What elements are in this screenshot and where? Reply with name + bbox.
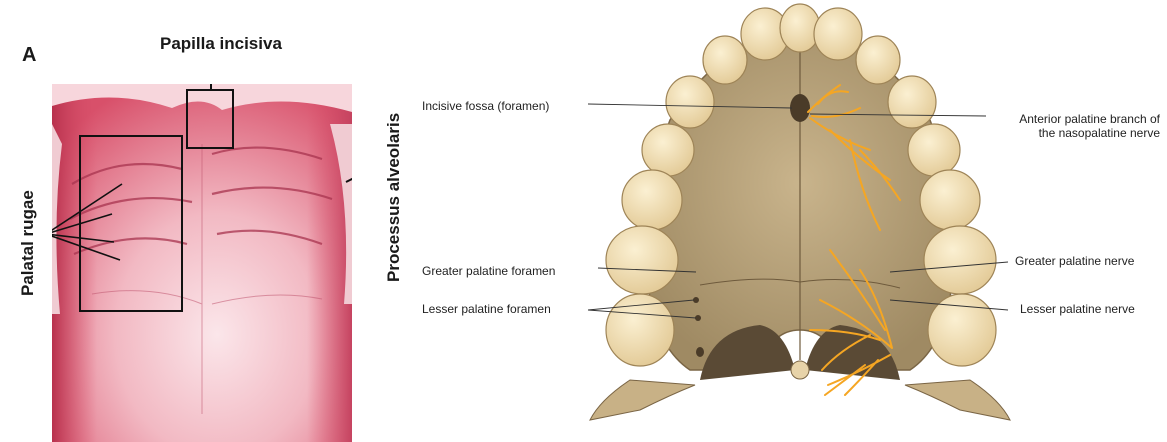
tooth bbox=[920, 170, 980, 230]
greater-palatine-nerve-label: Greater palatine nerve bbox=[1015, 254, 1134, 268]
anterior-palatine-branch-label: Anterior palatine branch of the nasopala… bbox=[988, 112, 1160, 140]
tooth bbox=[666, 76, 714, 128]
greater-palatine-foramen bbox=[696, 347, 704, 357]
incisive-fossa-label: Incisive fossa (foramen) bbox=[422, 99, 549, 113]
tooth bbox=[814, 8, 862, 60]
papilla-incisiva-label: Papilla incisiva bbox=[160, 34, 282, 54]
tooth bbox=[703, 36, 747, 84]
tooth bbox=[924, 226, 996, 294]
palate-drawing bbox=[560, 0, 1167, 442]
palatal-rugae-label: Palatal rugae bbox=[18, 190, 38, 296]
tooth bbox=[642, 124, 694, 176]
tooth bbox=[888, 76, 936, 128]
anterior-palatine-branch-line2: the nasopalatine nerve bbox=[988, 126, 1160, 140]
pterygoid-right bbox=[905, 380, 1010, 420]
tooth bbox=[856, 36, 900, 84]
panel-letter-a: A bbox=[22, 44, 36, 67]
lesser-palatine-nerve-label: Lesser palatine nerve bbox=[1020, 302, 1135, 316]
greater-palatine-foramen-label: Greater palatine foramen bbox=[422, 264, 555, 278]
lesser-palatine-foramen-label: Lesser palatine foramen bbox=[422, 302, 551, 316]
tooth bbox=[622, 170, 682, 230]
incisive-fossa bbox=[790, 94, 810, 122]
tooth bbox=[928, 294, 996, 366]
posterior-nasal-spine bbox=[791, 361, 809, 379]
palate-photograph bbox=[52, 84, 352, 442]
processus-alveolaris-label: Processus alveolaris bbox=[384, 113, 404, 282]
anterior-palatine-branch-line1: Anterior palatine branch of bbox=[988, 112, 1160, 126]
tooth bbox=[606, 226, 678, 294]
tooth bbox=[908, 124, 960, 176]
pterygoid-left bbox=[590, 380, 695, 420]
